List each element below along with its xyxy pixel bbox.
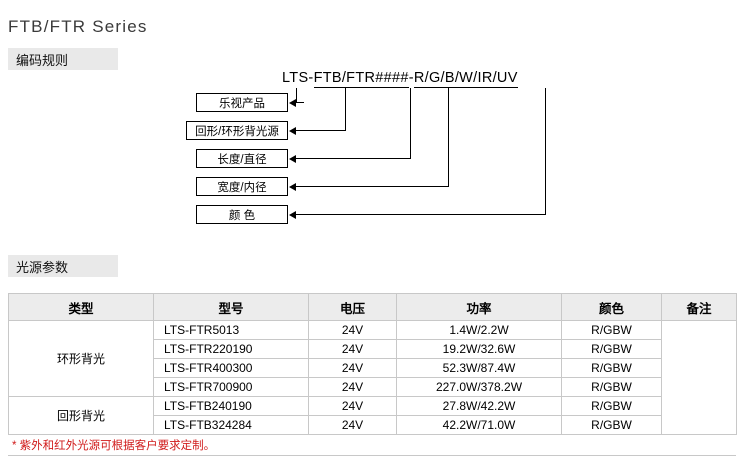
table-header-type: 类型: [8, 293, 154, 321]
connector-color-horizontal: [296, 214, 546, 215]
code-part-4: R/G/B/W/IR/UV: [413, 70, 518, 88]
table-cell-power: 52.3W/87.4W: [396, 358, 562, 378]
table-cell-model: LTS-FTR220190: [153, 339, 309, 359]
table-cell-model: LTS-FTB324284: [153, 415, 309, 435]
table-cell-power: 227.0W/378.2W: [396, 377, 562, 397]
table-cell-type: 回形背光: [8, 396, 154, 435]
table-cell-power: 1.4W/2.2W: [396, 320, 562, 340]
coding-label-shape: 回形/环形背光源: [186, 121, 288, 140]
coding-label-length: 长度/直径: [196, 149, 288, 168]
connector-product-arrow-icon: [289, 99, 296, 107]
connector-length-horizontal: [296, 158, 411, 159]
table-cell-power: 27.8W/42.2W: [396, 396, 562, 416]
footer-divider: [8, 455, 736, 456]
coding-rule-code-string: LTS - FTB/FTR ## ## - R/G/B/W/IR/UV: [282, 70, 518, 88]
table-cell-voltage: 24V: [308, 358, 397, 378]
table-cell-voltage: 24V: [308, 377, 397, 397]
connector-width-arrow-icon: [289, 183, 296, 191]
table-cell-model: LTS-FTR400300: [153, 358, 309, 378]
table-cell-voltage: 24V: [308, 415, 397, 435]
coding-label-color: 颜 色: [196, 205, 288, 224]
code-part-0: LTS: [282, 70, 309, 86]
table-cell-model: LTS-FTB240190: [153, 396, 309, 416]
code-part-3: ##: [392, 70, 409, 88]
table-cell-color: R/GBW: [561, 377, 662, 397]
table-cell-voltage: 24V: [308, 339, 397, 359]
connector-shape-arrow-icon: [289, 127, 296, 135]
code-sep-3: -: [408, 70, 414, 86]
table-cell-color: R/GBW: [561, 320, 662, 340]
table-cell-remark: [661, 320, 737, 435]
connector-shape-vertical: [345, 88, 346, 131]
connector-width-vertical: [448, 88, 449, 187]
table-cell-voltage: 24V: [308, 396, 397, 416]
section-header-coding-rule-label: 编码规则: [16, 52, 69, 68]
connector-length-arrow-icon: [289, 155, 296, 163]
page-title: FTB/FTR Series: [8, 17, 148, 37]
table-cell-color: R/GBW: [561, 339, 662, 359]
section-header-light-params: 光源参数: [8, 255, 118, 277]
table-cell-model: LTS-FTR700900: [153, 377, 309, 397]
table-cell-voltage: 24V: [308, 320, 397, 340]
table-footnote: * 紫外和红外光源可根据客户要求定制。: [12, 440, 216, 452]
connector-shape-horizontal: [296, 130, 346, 131]
connector-color-arrow-icon: [289, 211, 296, 219]
table-cell-type: 环形背光: [8, 320, 154, 397]
connector-length-vertical: [410, 88, 411, 159]
connector-product-vertical: [296, 88, 297, 103]
table-cell-color: R/GBW: [561, 396, 662, 416]
connector-width-horizontal: [296, 186, 449, 187]
table-cell-power: 42.2W/71.0W: [396, 415, 562, 435]
code-part-2: ##: [375, 70, 392, 88]
table-header-row: 类型 型号 电压 功率 颜色 备注: [8, 293, 737, 321]
section-header-light-params-label: 光源参数: [16, 259, 69, 275]
table-header-model: 型号: [153, 293, 309, 321]
code-sep-0: -: [308, 70, 314, 86]
coding-rule-diagram: LTS - FTB/FTR ## ## - R/G/B/W/IR/UV 乐视产品…: [0, 62, 744, 242]
connector-color-vertical: [545, 88, 546, 215]
coding-label-product: 乐视产品: [196, 93, 288, 112]
table-header-voltage: 电压: [308, 293, 397, 321]
connector-product-horizontal: [296, 102, 304, 103]
table-cell-color: R/GBW: [561, 358, 662, 378]
table-header-power: 功率: [396, 293, 562, 321]
table-cell-power: 19.2W/32.6W: [396, 339, 562, 359]
table-cell-model: LTS-FTR5013: [153, 320, 309, 340]
table-cell-color: R/GBW: [561, 415, 662, 435]
section-header-coding-rule: 编码规则: [8, 48, 118, 70]
code-part-1: FTB/FTR: [313, 70, 376, 88]
table-header-remark: 备注: [661, 293, 737, 321]
table-header-color: 颜色: [561, 293, 662, 321]
coding-label-width: 宽度/内径: [196, 177, 288, 196]
